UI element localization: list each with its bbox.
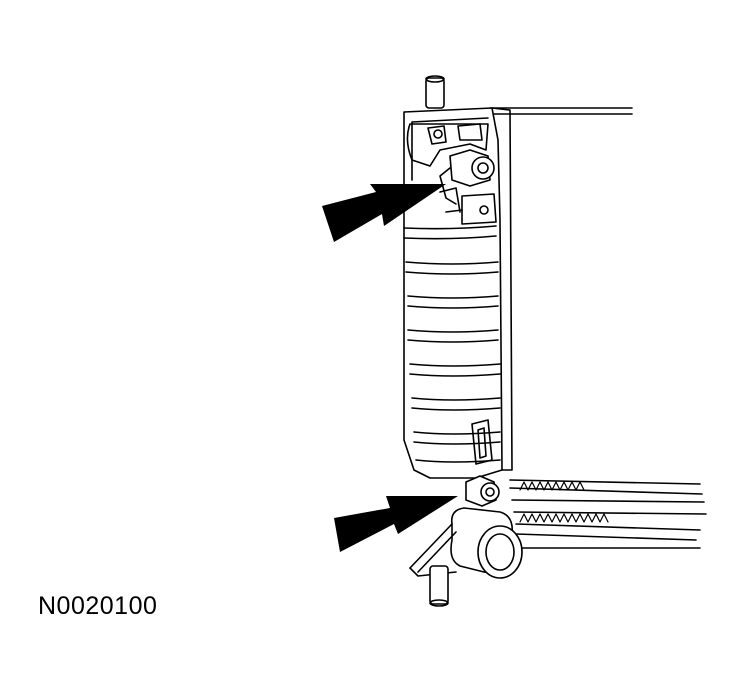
cooler-lines <box>507 479 707 549</box>
cooler-fins <box>519 481 609 523</box>
upper-support-bracket <box>489 107 633 115</box>
top-bracket <box>406 123 489 167</box>
arrow-upper-fitting <box>322 184 446 242</box>
radiator-tank <box>403 107 513 479</box>
lower-clip <box>471 419 493 465</box>
lower-fitting <box>465 475 500 507</box>
drain-cock <box>409 507 523 579</box>
bottom-mounting-pin <box>429 565 449 607</box>
arrow-lower-fitting <box>334 496 458 552</box>
figure-id-label: N0020100 <box>38 592 158 620</box>
middle-bracket <box>445 193 497 225</box>
upper-fitting <box>439 149 495 213</box>
tank-ribs <box>403 225 501 463</box>
top-mounting-pin <box>425 75 445 109</box>
